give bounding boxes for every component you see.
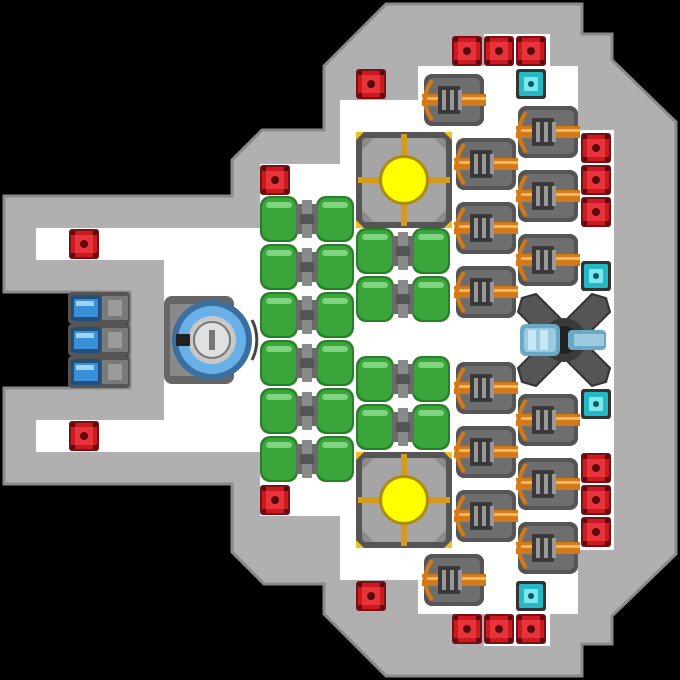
shield-generator-icon (164, 296, 259, 384)
engine-cells (68, 292, 130, 388)
laser-turret-icon (516, 292, 612, 388)
